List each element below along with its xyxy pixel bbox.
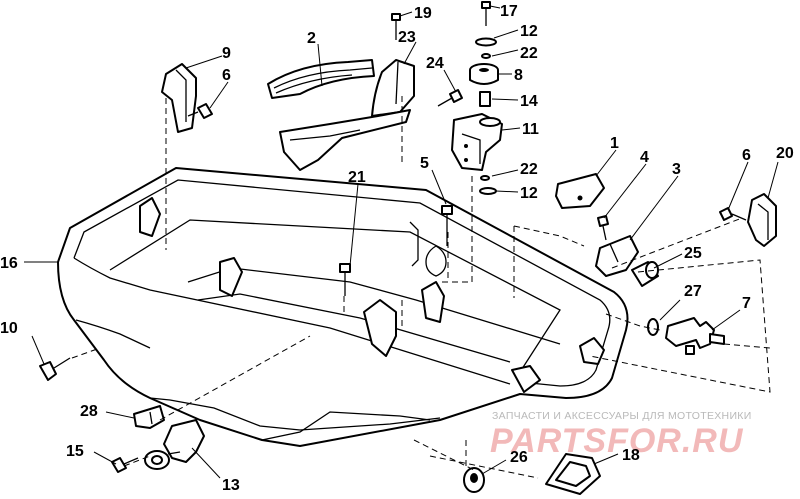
watermark-brand: PARTSFOR.RU (490, 422, 744, 460)
callout-14: 14 (520, 93, 538, 110)
cap-1 (555, 173, 605, 209)
callout-12-bottom: 12 (520, 185, 538, 202)
callout-19: 19 (414, 5, 432, 22)
callout-16: 16 (0, 255, 18, 272)
callout-24: 24 (426, 55, 444, 72)
callout-18: 18 (622, 447, 640, 464)
screw-10 (39, 357, 71, 381)
callout-10: 10 (0, 320, 18, 337)
callout-9: 9 (222, 45, 231, 62)
callout-6-left: 6 (222, 67, 231, 84)
callout-5: 5 (420, 155, 429, 172)
callout-4: 4 (640, 149, 649, 166)
bracket-3 (595, 235, 639, 277)
screw-19 (391, 13, 401, 40)
callout-22-bottom: 22 (520, 161, 538, 178)
screw-24 (437, 89, 463, 107)
bracket-9 (161, 63, 213, 133)
screw-6-right (719, 207, 747, 221)
bracket-23 (279, 59, 415, 171)
callout-1: 1 (610, 135, 619, 152)
callout-12-top: 12 (520, 23, 538, 40)
spacer-25 (631, 261, 659, 287)
callout-25: 25 (684, 245, 702, 262)
callout-8: 8 (514, 67, 523, 84)
grommet-26 (463, 467, 485, 493)
bracket-20 (747, 193, 777, 247)
washer-27 (647, 318, 659, 336)
callout-17: 17 (500, 3, 518, 20)
seal-18 (545, 453, 601, 495)
callout-20: 20 (776, 145, 794, 162)
callout-27: 27 (684, 283, 702, 300)
watermark-tagline: ЗАПЧАСТИ И АКСЕССУАРЫ ДЛЯ МОТОТЕХНИКИ (492, 410, 752, 422)
leader-lines (24, 5, 779, 479)
screw-5 (441, 205, 453, 246)
callout-15: 15 (66, 443, 84, 460)
lower-cowl (57, 167, 629, 447)
callout-23: 23 (398, 29, 416, 46)
callout-3: 3 (672, 161, 681, 178)
fitting-7 (665, 317, 725, 355)
callout-21: 21 (348, 169, 366, 186)
callout-22-top: 22 (520, 45, 538, 62)
assembly-lines (71, 96, 771, 479)
callout-11: 11 (522, 121, 539, 138)
screw-4 (597, 215, 609, 241)
screw-15 (111, 457, 139, 473)
callout-26: 26 (510, 449, 528, 466)
callout-28: 28 (80, 403, 98, 420)
clip-28 (133, 405, 165, 429)
callout-labels: 1 2 3 4 5 6 6 7 8 9 10 11 12 12 13 14 15… (0, 3, 794, 494)
callout-2: 2 (307, 30, 316, 47)
screw-21 (339, 263, 351, 296)
callout-6-right: 6 (742, 147, 751, 164)
callout-13: 13 (222, 477, 240, 494)
mount-stack (451, 1, 503, 195)
bracket-13 (144, 419, 205, 470)
callout-7: 7 (742, 295, 751, 312)
